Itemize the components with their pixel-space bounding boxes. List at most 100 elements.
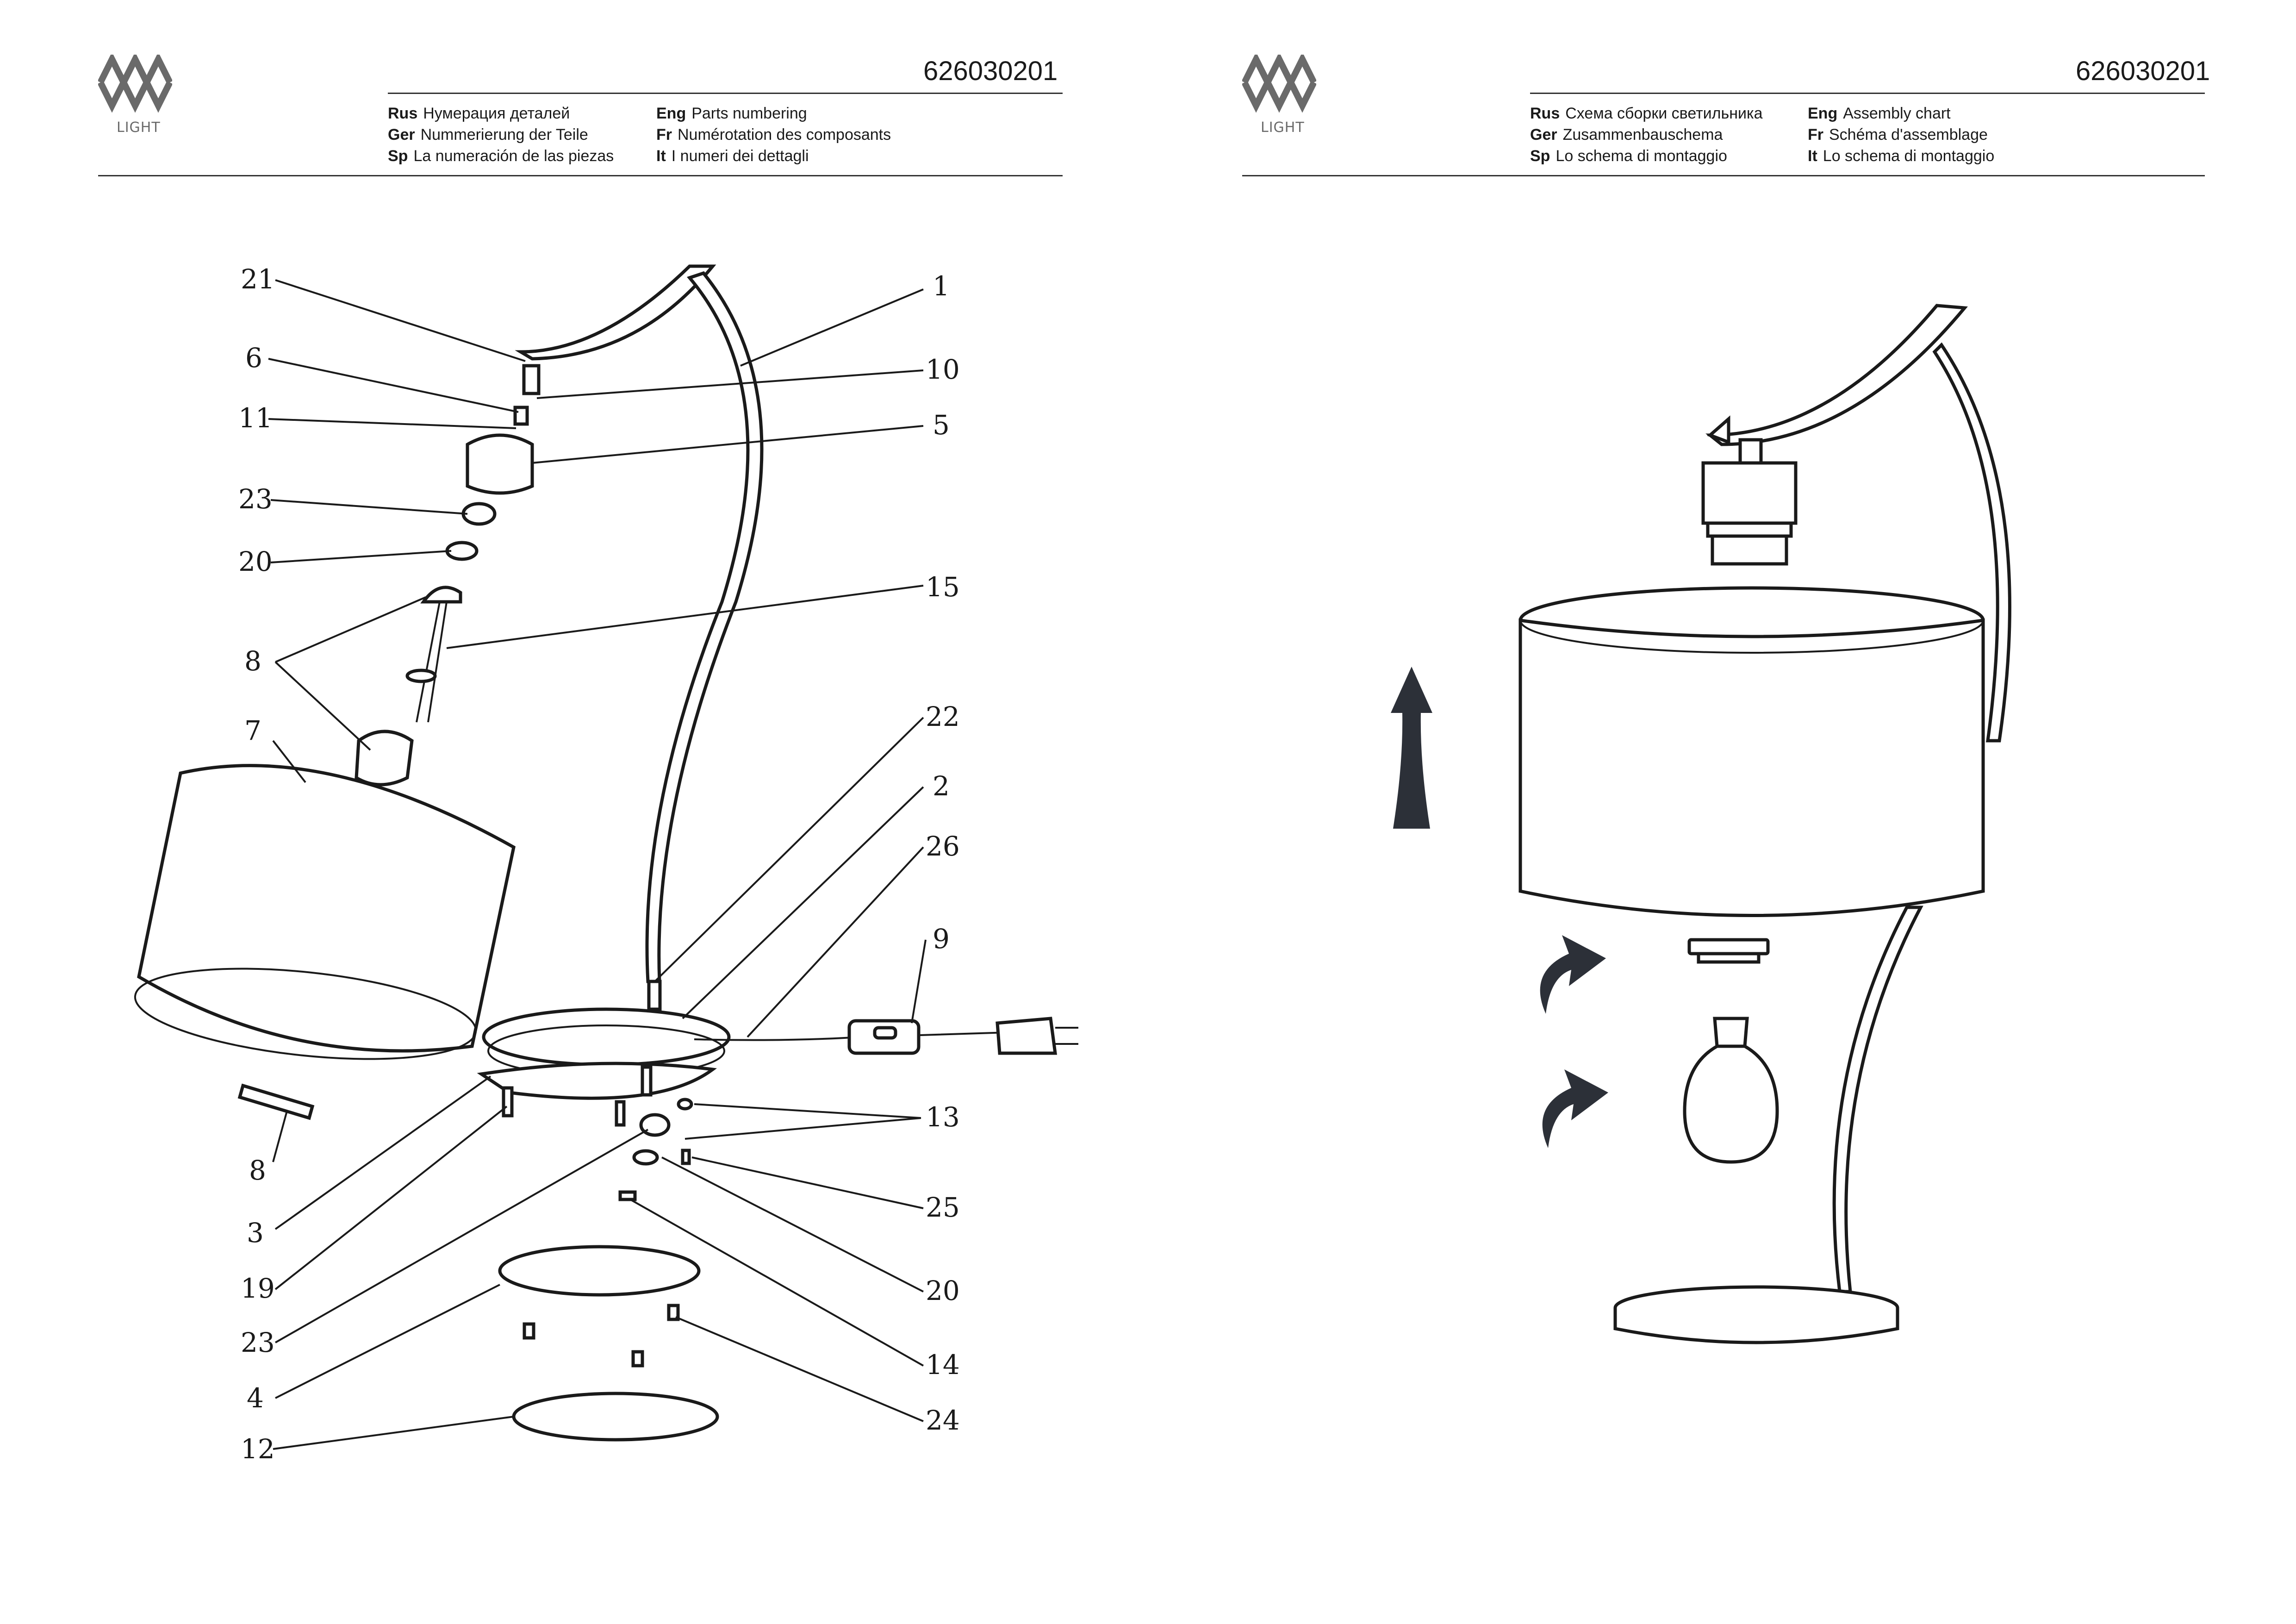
logo-text: LIGHT <box>117 119 161 136</box>
lampshade-rim <box>134 968 477 1060</box>
label-10: 10 <box>926 354 960 385</box>
caption-rule <box>1242 175 2205 176</box>
label-12: 12 <box>241 1433 275 1465</box>
label-15: 15 <box>926 571 960 603</box>
threaded-nipple <box>522 364 541 395</box>
label-25: 25 <box>926 1192 960 1223</box>
arrow-up-icon <box>1391 667 1432 829</box>
label-8-bottom: 8 <box>249 1155 266 1186</box>
label-3: 3 <box>247 1217 264 1249</box>
screw-1 <box>523 1322 535 1340</box>
screw-3 <box>631 1350 644 1368</box>
rotate-arrow-icon <box>1540 935 1606 1014</box>
bulb-base <box>1713 1017 1749 1048</box>
header-rule <box>1530 93 2205 94</box>
label-21: 21 <box>241 263 275 295</box>
shade-ring-grip <box>1697 952 1761 964</box>
screw-small <box>681 1149 691 1165</box>
label-1: 1 <box>933 270 950 302</box>
lamp-arm-tip <box>1707 415 1730 445</box>
label-11: 11 <box>238 402 273 434</box>
label-20-top: 20 <box>238 546 273 577</box>
base-plate <box>477 1062 717 1100</box>
brand-logo-icon <box>1242 55 1316 113</box>
light-bulb <box>1683 1044 1779 1164</box>
socket-housing <box>466 433 534 495</box>
label-20-bottom: 20 <box>926 1275 960 1306</box>
label-7: 7 <box>244 715 261 746</box>
cord-boot <box>647 980 662 1011</box>
socket-body <box>1701 461 1798 525</box>
lamp-base <box>1613 1308 1899 1344</box>
lamp-stem-lower <box>1832 906 1923 1293</box>
lampshade-body <box>1518 618 1985 917</box>
label-6: 6 <box>245 342 262 374</box>
label-19: 19 <box>241 1273 275 1304</box>
label-24: 24 <box>926 1405 960 1436</box>
lamp-arm <box>1705 304 1968 446</box>
nut-lower <box>632 1149 659 1166</box>
wire-b <box>427 601 448 723</box>
exploded-parts-diagram: 21 6 11 23 20 8 7 8 3 19 23 4 12 1 10 5 … <box>134 263 1078 1465</box>
socket-collar <box>1706 521 1793 538</box>
label-23-top: 23 <box>238 483 273 515</box>
leader-lines <box>268 279 927 1450</box>
label-22: 22 <box>926 701 960 732</box>
plug <box>996 1017 1057 1055</box>
label-14: 14 <box>926 1349 960 1380</box>
bottom-plate <box>498 1245 701 1297</box>
label-2: 2 <box>933 770 950 802</box>
caption-rule <box>98 175 1063 176</box>
lamp-stem-upper <box>1932 342 2011 743</box>
spacer-mid <box>615 1100 626 1127</box>
cable-clamp <box>618 1190 637 1201</box>
label-13: 13 <box>926 1101 960 1133</box>
label-26: 26 <box>926 831 960 862</box>
lock-nut <box>513 406 529 426</box>
lamp-arm <box>515 264 716 361</box>
product-code: 626030201 <box>2076 56 2210 86</box>
spacer-right <box>641 1065 653 1097</box>
label-4: 4 <box>247 1382 264 1414</box>
lampshade-top-inner <box>1519 587 1984 654</box>
brand-logo-icon <box>98 55 172 113</box>
label-5: 5 <box>933 409 950 441</box>
switch-toggle <box>873 1026 897 1040</box>
socket-bottom <box>1711 534 1788 566</box>
rotate-arrow-icon <box>1542 1069 1608 1148</box>
shade-ring <box>237 1083 315 1120</box>
wire-a <box>416 601 441 723</box>
label-23-bottom: 23 <box>241 1327 275 1358</box>
logo-text: LIGHT <box>1261 119 1305 136</box>
screw-2 <box>667 1304 680 1321</box>
label-9: 9 <box>933 923 950 955</box>
shade-ring <box>1687 938 1770 956</box>
washer-lower <box>677 1098 693 1111</box>
socket-stem <box>1738 438 1763 465</box>
spacer-left <box>502 1086 514 1118</box>
socket-cap <box>420 586 462 604</box>
cord-grip <box>405 668 437 683</box>
label-8-top: 8 <box>244 645 261 677</box>
header-rule <box>388 93 1063 94</box>
lampshade <box>137 764 516 1053</box>
product-code: 626030201 <box>923 56 1058 86</box>
